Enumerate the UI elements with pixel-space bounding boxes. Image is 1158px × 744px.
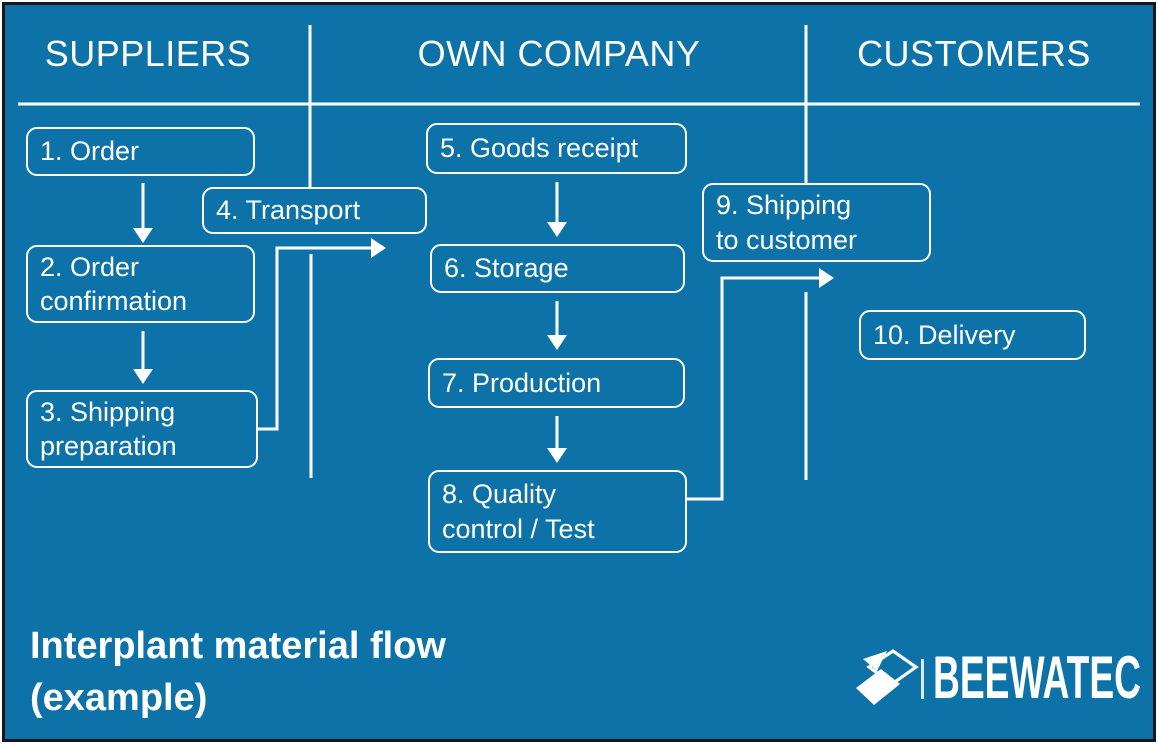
page-title: Interplant material flow (example)	[30, 620, 446, 725]
node-label: 6. Storage	[444, 253, 569, 284]
node-order-confirmation: 2. Order confirmation	[26, 245, 255, 323]
node-goods-receipt: 5. Goods receipt	[426, 123, 687, 174]
beewatec-logo-mark	[856, 649, 919, 705]
logo-wedge-icon	[863, 651, 887, 671]
node-label: 4. Transport	[216, 195, 361, 226]
brand-wordmark: BEEWATEC	[933, 644, 1142, 711]
column-header-customers: CUSTOMERS	[857, 33, 1091, 74]
node-label: 3. Shipping	[40, 396, 176, 427]
node-storage: 6. Storage	[430, 244, 685, 293]
node-quality-control: 8. Quality control / Test	[428, 470, 687, 553]
node-label: 10. Delivery	[873, 319, 1016, 350]
node-label: control / Test	[442, 513, 595, 544]
page-title-line1: Interplant material flow	[30, 625, 446, 667]
node-label: 1. Order	[40, 136, 140, 167]
node-shipping-preparation: 3. Shipping preparation	[26, 390, 258, 468]
node-label: preparation	[40, 431, 177, 461]
page-title-line2: (example)	[30, 677, 208, 720]
node-order: 1. Order	[26, 127, 255, 176]
node-label: to customer	[716, 224, 858, 255]
node-label: 9. Shipping	[716, 190, 852, 221]
node-label: 7. Production	[442, 367, 602, 398]
node-delivery: 10. Delivery	[859, 310, 1086, 360]
node-label: 5. Goods receipt	[440, 133, 639, 164]
node-production: 7. Production	[428, 358, 685, 408]
node-label: 2. Order	[40, 251, 140, 282]
node-shipping-to-customer: 9. Shipping to customer	[702, 183, 931, 262]
node-label: confirmation	[40, 286, 188, 316]
logo-separator	[921, 659, 924, 699]
column-header-own-company: OWN COMPANY	[417, 33, 701, 74]
logo-diamond-solid-icon	[856, 669, 900, 705]
node-transport: 4. Transport	[202, 187, 427, 234]
column-header-suppliers: SUPPLIERS	[44, 33, 252, 74]
node-label: 8. Quality	[442, 479, 557, 510]
